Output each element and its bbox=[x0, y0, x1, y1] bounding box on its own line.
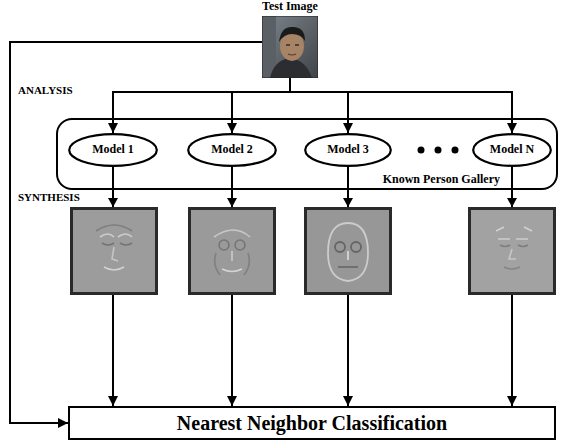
model-ellipse: Model N bbox=[472, 133, 552, 167]
flow-connector bbox=[290, 78, 348, 133]
node-label: Model 1 bbox=[92, 143, 134, 157]
ellipsis-dots bbox=[418, 147, 459, 154]
model-ellipse: Model 2 bbox=[187, 133, 277, 167]
synthesized-image bbox=[470, 209, 555, 294]
synthesized-image bbox=[190, 209, 275, 294]
stage-label: ANALYSIS bbox=[18, 84, 73, 96]
image-heading: Test Image bbox=[262, 0, 318, 14]
test-image: Test Image bbox=[258, 0, 322, 78]
flow-connector bbox=[113, 78, 290, 133]
node-label: Model N bbox=[490, 143, 534, 157]
classifier-box: Nearest Neighbor Classification bbox=[68, 406, 556, 440]
node-label: Model 3 bbox=[327, 143, 369, 157]
flow-arrowhead bbox=[108, 198, 517, 207]
model-ellipse: Model 3 bbox=[304, 133, 392, 167]
synthesized-image bbox=[72, 209, 157, 294]
gallery-box: Known Person Gallery Model 1 Model 2 Model … bbox=[56, 118, 558, 190]
model-ellipse: Model 1 bbox=[68, 133, 158, 167]
node-label: Model 2 bbox=[211, 143, 253, 157]
flow-connector bbox=[232, 78, 290, 133]
node-label: Nearest Neighbor Classification bbox=[177, 412, 447, 435]
synthesized-image bbox=[306, 209, 391, 294]
group-heading: Known Person Gallery bbox=[383, 173, 500, 187]
face-photo bbox=[262, 16, 318, 78]
stage-label: SYNTHESIS bbox=[18, 191, 80, 203]
flow-connector bbox=[290, 78, 512, 133]
